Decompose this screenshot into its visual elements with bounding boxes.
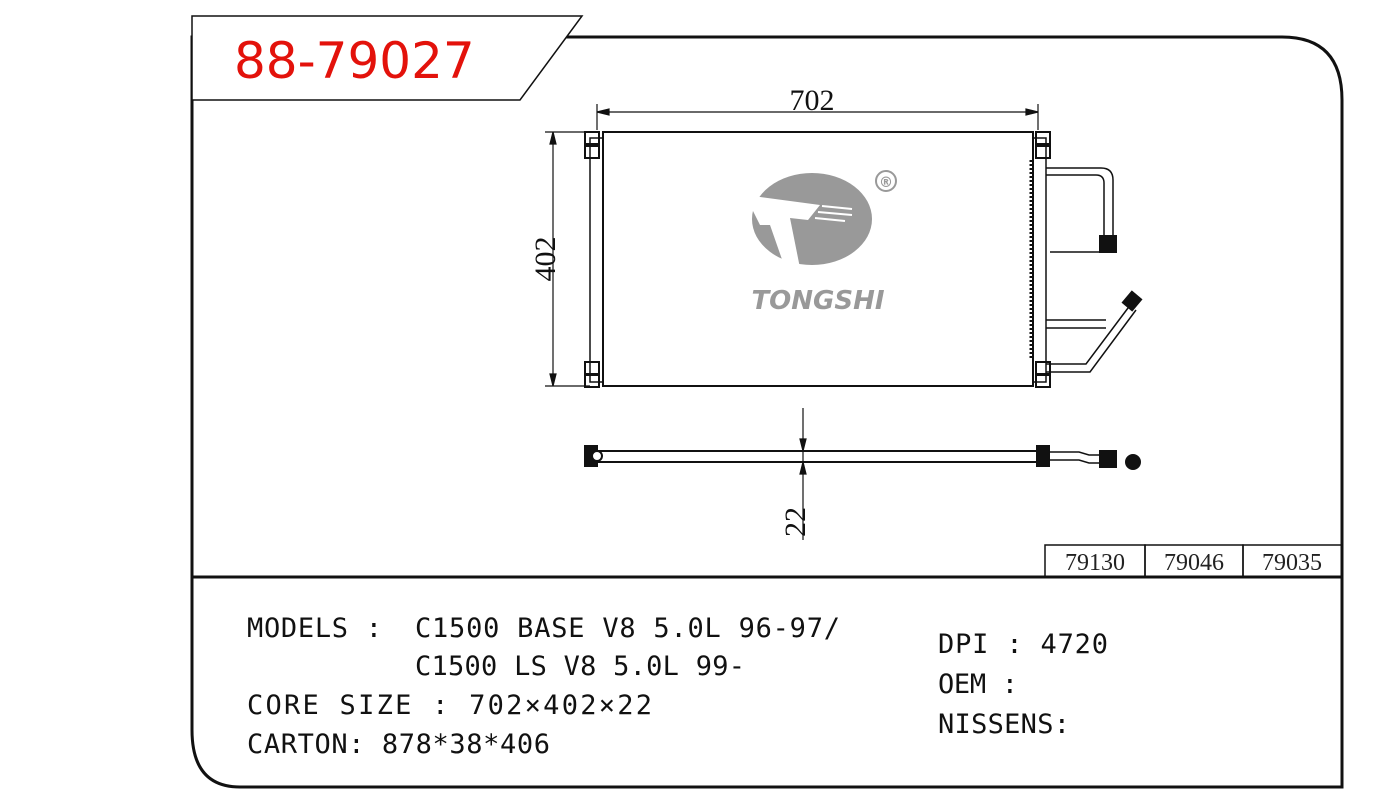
- sheet-frame: [190, 35, 1344, 789]
- height-dimension: [545, 131, 590, 387]
- oem-number: OEM :: [938, 669, 1018, 700]
- ref-number: 79130: [1065, 550, 1125, 576]
- ref-number: 79046: [1164, 550, 1224, 576]
- tongshi-logo: ® TONGSHI: [745, 170, 897, 316]
- models-label: MODELS :: [247, 613, 382, 644]
- thickness-dimension: [799, 408, 807, 540]
- core-size: CORE SIZE : 702×402×22: [247, 690, 652, 721]
- ref-table: [1044, 544, 1343, 578]
- width-dimension: [596, 104, 1039, 130]
- dpi-number: DPI : 4720: [938, 629, 1108, 660]
- part-number: 88-79027: [234, 32, 475, 90]
- models-line-1: C1500 BASE V8 5.0L 96-97/: [415, 613, 840, 644]
- condenser-side-view: [584, 445, 1141, 470]
- nissens-number: NISSENS:: [938, 709, 1070, 740]
- title-tab: [191, 15, 584, 101]
- width-dim-label: 702: [790, 84, 835, 117]
- registered-mark: ®: [879, 175, 893, 191]
- carton-size: CARTON: 878*38*406: [247, 729, 550, 760]
- models-line-2: C1500 LS V8 5.0L 99-: [415, 651, 745, 682]
- thickness-dim-label: 22: [779, 507, 812, 537]
- condenser-front-view: [584, 131, 1143, 388]
- ref-number: 79035: [1262, 550, 1322, 576]
- brand-name: TONGSHI: [751, 286, 884, 316]
- height-dim-label: 402: [529, 237, 562, 282]
